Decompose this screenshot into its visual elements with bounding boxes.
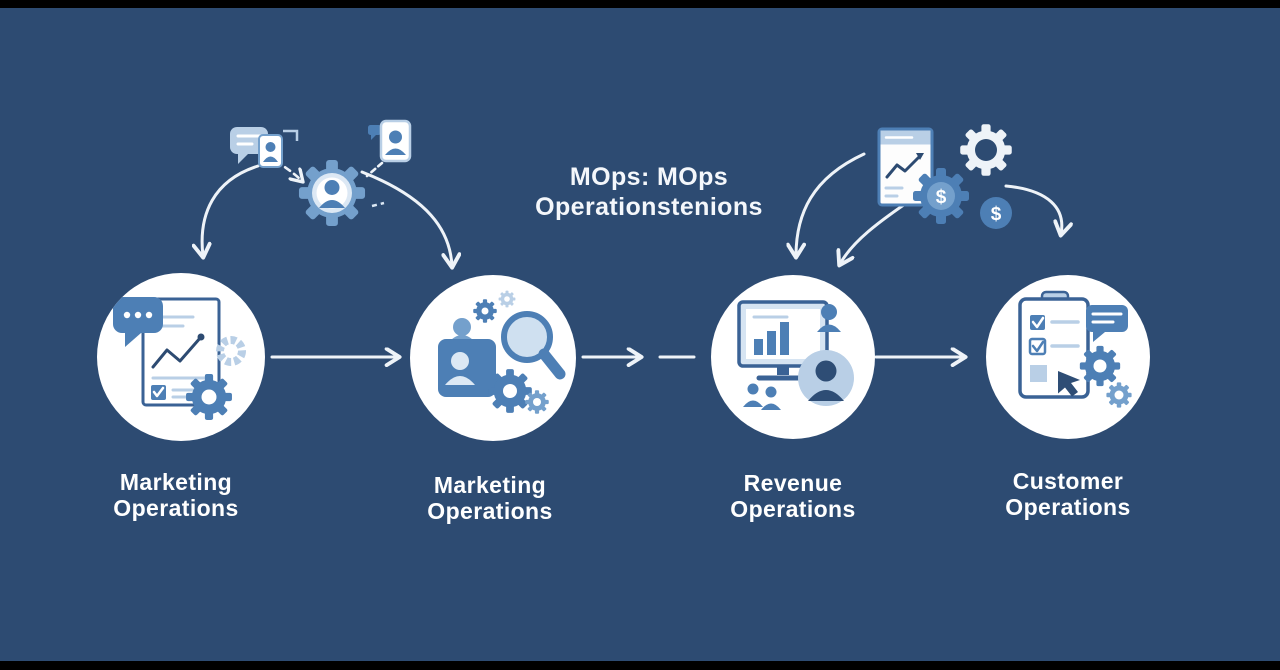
gear-person-icon [298,159,385,227]
node-label-line: Operations [1005,494,1131,521]
gear-icons [1079,345,1132,408]
chat-bubble-icon [1086,305,1128,342]
diagram-title-line-2: Operationstenions [535,192,763,221]
marketing-document-chat-gears-icon [113,297,246,420]
revenue-dashboard-people-icon [737,300,854,410]
node-label-revenue: Revenue Operations [663,470,923,522]
node-label-line: Marketing [119,469,233,495]
small-gear-icons [473,290,516,323]
cursor-arrow-icon [1058,371,1080,397]
node-label-line: Operations [113,495,239,522]
top-letterbox-bar [0,0,1280,8]
team-people-icon [438,318,496,397]
gear-icons [186,336,246,420]
curved-arrow-to-revenue-left [796,152,866,256]
node-label-line: Marketing [433,472,547,498]
node-label-marketing-1: Marketing Operations [46,469,306,521]
chat-bubble-icon [113,297,163,347]
diagram-title-line-1: MOps: MOps [569,163,729,191]
gear-icons [488,369,549,414]
dollar-coin-icon: $ [980,197,1012,229]
diagram-title: MOps: MOps Operationstenions [399,163,899,222]
magnifier-icon [501,311,566,380]
curved-arrow-to-customer [1004,184,1062,234]
checklist-clipboard-icon [1018,290,1090,399]
report-document-icon [877,127,934,207]
customer-checklist-gears-chat-icon [1018,290,1132,408]
node-circle-customer [986,275,1150,439]
node-label-marketing-2: Marketing Operations [360,472,620,524]
node-circle-marketing-2 [410,275,576,441]
node-label-line: Revenue [743,470,843,496]
gear-outline-icon [960,124,1012,176]
marketing-gears-magnifier-team-icon [438,290,566,414]
node-label-line: Operations [427,498,553,525]
curved-arrow-to-marketing-2 [360,170,452,266]
node-circle-marketing-1 [97,273,265,441]
dollar-sign: $ [936,187,947,208]
bottom-letterbox-bar [0,661,1280,670]
node-label-customer: Customer Operations [938,468,1198,520]
people-icons [743,304,841,410]
collaboration-icons [230,119,412,227]
dashboard-monitor-icon [737,300,829,381]
curved-arrow-to-marketing-1 [202,164,260,256]
person-card-icon [368,119,412,163]
dollar-sign: $ [991,204,1002,225]
dashed-connector-right [365,161,384,178]
node-label-line: Customer [1012,468,1124,494]
analytics-icons: $ $ [877,124,1012,229]
dollar-gear-icon: $ [913,168,969,224]
customer-avatar-icon [798,350,854,406]
node-circle-revenue [711,275,875,439]
chat-bubble-card-icon [230,127,299,168]
node-label-line: Operations [730,496,856,523]
